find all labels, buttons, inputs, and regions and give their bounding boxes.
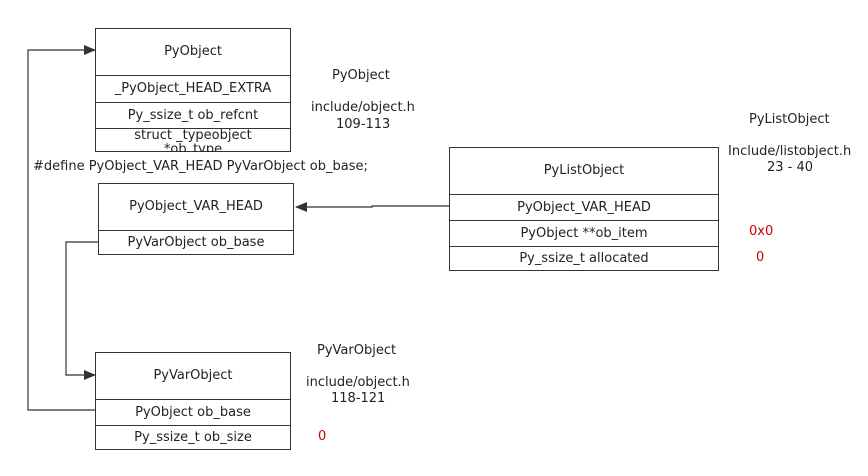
field-ob-type: struct _typeobject *ob_type (96, 128, 290, 152)
pyvarobject-struct: PyVarObject PyObject ob_base Py_ssize_t … (95, 352, 291, 450)
pyvar-note-name: PyVarObject (317, 343, 397, 358)
pylist-note-name: PyListObject (749, 112, 830, 127)
pylist-note-lines: 23 - 40 (767, 160, 814, 175)
field-ob-refcnt: Py_ssize_t ob_refcnt (96, 102, 290, 128)
pyvar-title: PyVarObject (153, 368, 233, 383)
arrow-var-head-to-pyvarobject (65, 241, 99, 380)
pyobject-note-file: include/object.h (311, 100, 415, 115)
pylistobject-struct: PyListObject PyObject_VAR_HEAD PyObject … (449, 147, 719, 271)
var-head-title: PyObject_VAR_HEAD (129, 199, 263, 214)
field-pyvar-ob-base: PyObject ob_base (96, 399, 290, 425)
value-allocated: 0 (756, 250, 765, 265)
field-list-var-head: PyObject_VAR_HEAD (450, 194, 718, 220)
pyvar-note-file: include/object.h (306, 375, 410, 390)
arrow-list-to-var-head (295, 202, 450, 212)
define-line: #define PyObject_VAR_HEAD PyVarObject ob… (33, 159, 368, 174)
field-var-head-ob-base: PyVarObject ob_base (99, 230, 293, 255)
pylist-title: PyListObject (543, 163, 625, 178)
field-ob-size: Py_ssize_t ob_size (96, 425, 290, 450)
pyobject-title: PyObject (164, 44, 222, 59)
pyobject-struct: PyObject _PyObject_HEAD_EXTRA Py_ssize_t… (95, 28, 291, 152)
field-allocated: Py_ssize_t allocated (450, 246, 718, 271)
field-ob-item: PyObject **ob_item (450, 220, 718, 246)
value-ob-item: 0x0 (749, 224, 774, 239)
pylist-note-file: Include/listobject.h (728, 144, 852, 159)
pyobject-note-lines: 109-113 (336, 117, 391, 132)
value-ob-size: 0 (318, 429, 327, 444)
pyobject-note-name: PyObject (332, 68, 390, 83)
pyvar-note-lines: 118-121 (331, 391, 386, 406)
field-pyobject-head-extra: _PyObject_HEAD_EXTRA (96, 75, 290, 102)
var-head-struct: PyObject_VAR_HEAD PyVarObject ob_base (98, 183, 294, 255)
arrow-pyvarobject-to-pyobject (27, 45, 96, 411)
